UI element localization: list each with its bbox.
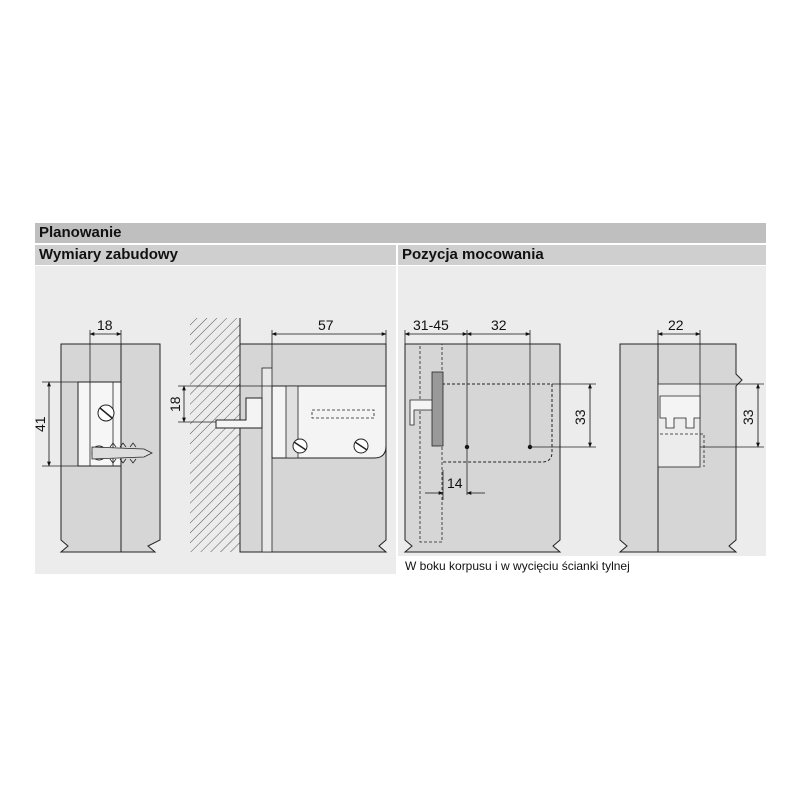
dim-41-height: 41 [32, 416, 48, 432]
mounting-position-drawing [403, 330, 596, 553]
dim-32-spacing: 32 [491, 317, 507, 333]
installation-dimensions-header: Wymiary zabudowy [35, 245, 396, 265]
dim-57-width: 57 [318, 317, 334, 333]
side-panel-board [403, 343, 562, 553]
dim-18-height: 18 [167, 396, 183, 412]
wall-hook [215, 397, 263, 429]
dim-31-45-offset: 31-45 [413, 317, 449, 333]
back-panel-cutout-drawing [618, 330, 764, 553]
dim-33-height: 33 [572, 409, 588, 425]
mounting-plate [431, 371, 444, 447]
dim-14: 14 [447, 475, 463, 491]
wall-section-drawing [178, 318, 388, 553]
wall-hatch [190, 318, 240, 552]
screw-icon [91, 446, 153, 460]
dim-18-width: 18 [97, 317, 113, 333]
dim-22-width: 22 [668, 317, 684, 333]
side-view-drawing [42, 330, 161, 553]
mounting-position-header: Pozycja mocowania [398, 245, 766, 265]
planning-header: Planowanie [35, 223, 766, 243]
dim-33-far-height: 33 [740, 409, 756, 425]
mounting-caption: W boku korpusu i w wycięciu ścianki tyln… [405, 559, 630, 573]
